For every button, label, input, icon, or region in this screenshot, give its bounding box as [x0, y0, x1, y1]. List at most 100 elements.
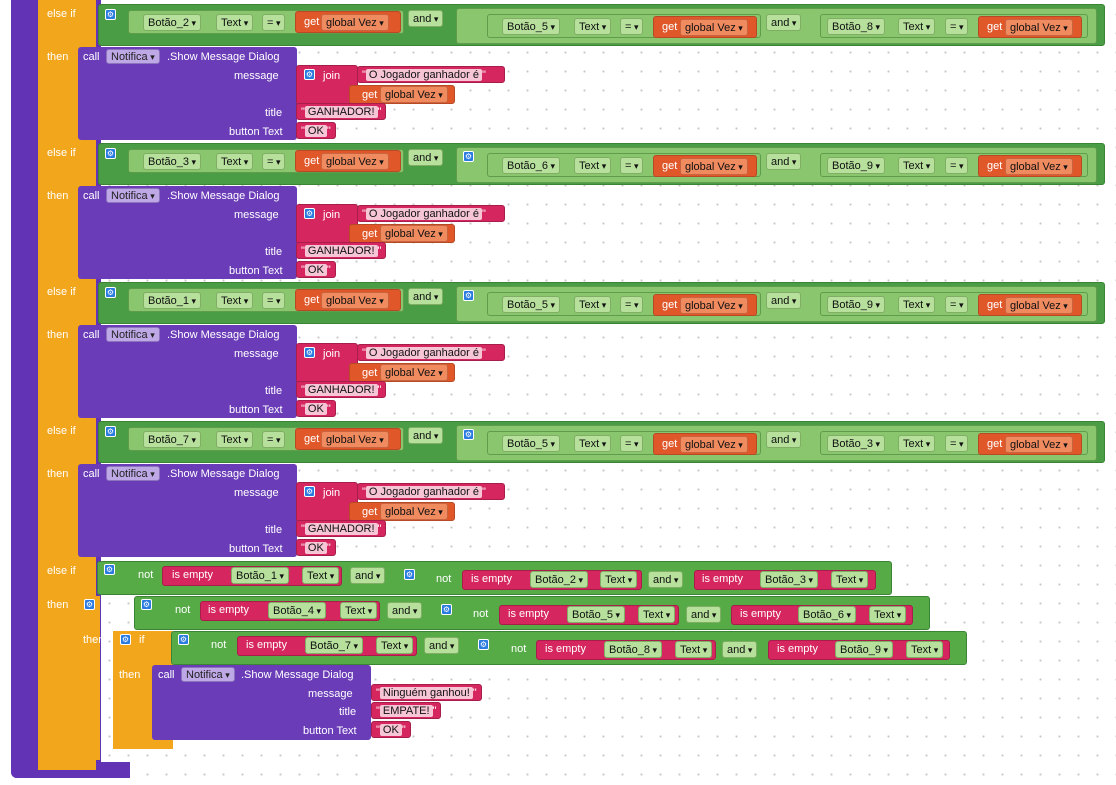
notifier-select[interactable]: Notifica [106, 188, 160, 203]
text-property[interactable]: Text [574, 18, 612, 35]
settings-gear-icon[interactable]: ⚙ [105, 426, 116, 437]
equals-operator[interactable]: = [945, 296, 969, 313]
global-vez-select[interactable]: global Vez [321, 14, 389, 31]
and-operator[interactable]: and [648, 571, 684, 588]
button-select-b[interactable]: Botão_5 [502, 435, 561, 452]
title-string[interactable]: "GANHADOR!" [296, 242, 387, 259]
settings-gear-icon[interactable]: ⚙ [304, 208, 315, 219]
and-operator[interactable]: and [686, 606, 722, 623]
settings-gear-icon[interactable]: ⚙ [141, 599, 152, 610]
equals-operator[interactable]: = [262, 153, 286, 170]
and-operator[interactable]: and [722, 641, 758, 658]
settings-gear-icon[interactable]: ⚙ [104, 564, 115, 575]
and-operator[interactable]: and [408, 10, 444, 27]
draw-title-string[interactable]: "EMPATE!" [371, 702, 442, 719]
text-property[interactable]: Text [600, 571, 638, 588]
equals-operator[interactable]: = [262, 14, 286, 31]
global-vez-select[interactable]: global Vez [680, 19, 748, 36]
title-string[interactable]: "GANHADOR!" [296, 381, 387, 398]
global-vez-select[interactable]: global Vez [680, 436, 748, 453]
title-text[interactable]: GANHADOR! [304, 106, 378, 118]
button-select[interactable]: Botão_3 [760, 571, 819, 588]
text-property[interactable]: Text [638, 606, 676, 623]
settings-gear-icon[interactable]: ⚙ [463, 290, 474, 301]
global-vez-select[interactable]: global Vez [380, 225, 448, 242]
settings-gear-icon[interactable]: ⚙ [463, 429, 474, 440]
settings-gear-icon[interactable]: ⚙ [304, 69, 315, 80]
and-operator[interactable]: and [408, 149, 444, 166]
ok-text[interactable]: OK [304, 264, 327, 276]
ok-text[interactable]: OK [304, 542, 327, 554]
text-property[interactable]: Text [340, 602, 378, 619]
global-vez-select[interactable]: global Vez [380, 364, 448, 381]
text-property[interactable]: Text [898, 435, 936, 452]
winner-message-string[interactable]: "O Jogador ganhador é" [357, 344, 505, 361]
equals-operator[interactable]: = [620, 435, 644, 452]
text-property[interactable]: Text [675, 641, 713, 658]
button-select-a[interactable]: Botão_7 [143, 431, 202, 448]
text-property[interactable]: Text [216, 292, 254, 309]
text-property[interactable]: Text [898, 296, 936, 313]
ok-text[interactable]: OK [304, 403, 327, 415]
global-vez-select[interactable]: global Vez [321, 153, 389, 170]
text-property[interactable]: Text [574, 435, 612, 452]
and-operator[interactable]: and [766, 153, 802, 170]
global-vez-select[interactable]: global Vez [680, 297, 748, 314]
settings-gear-icon[interactable]: ⚙ [178, 634, 189, 645]
button-select-a[interactable]: Botão_3 [143, 153, 202, 170]
settings-gear-icon[interactable]: ⚙ [84, 599, 95, 610]
equals-operator[interactable]: = [262, 431, 286, 448]
button-select[interactable]: Botão_1 [231, 567, 290, 584]
winner-message-string[interactable]: "O Jogador ganhador é" [357, 66, 505, 83]
text-property[interactable]: Text [869, 606, 907, 623]
equals-operator[interactable]: = [945, 435, 969, 452]
global-vez-select[interactable]: global Vez [321, 292, 389, 309]
global-vez-select[interactable]: global Vez [380, 503, 448, 520]
button-select-c[interactable]: Botão_3 [827, 435, 886, 452]
text-property[interactable]: Text [898, 18, 936, 35]
button-select[interactable]: Botão_4 [268, 602, 327, 619]
button-select-a[interactable]: Botão_2 [143, 14, 202, 31]
winner-message-string[interactable]: "O Jogador ganhador é" [357, 205, 505, 222]
winner-message-text[interactable]: O Jogador ganhador é [365, 69, 482, 81]
text-property[interactable]: Text [302, 567, 340, 584]
text-property[interactable]: Text [906, 641, 944, 658]
global-vez-select[interactable]: global Vez [1005, 436, 1073, 453]
and-operator[interactable]: and [408, 427, 444, 444]
settings-gear-icon[interactable]: ⚙ [105, 148, 116, 159]
ok-text[interactable]: OK [304, 125, 327, 137]
ok-text[interactable]: OK [379, 724, 402, 736]
and-operator[interactable]: and [350, 567, 386, 584]
settings-gear-icon[interactable]: ⚙ [463, 151, 474, 162]
button-select[interactable]: Botão_5 [567, 606, 626, 623]
button-select-b[interactable]: Botão_5 [502, 296, 561, 313]
settings-gear-icon[interactable]: ⚙ [105, 9, 116, 20]
button-select[interactable]: Botão_8 [604, 641, 663, 658]
text-property[interactable]: Text [898, 157, 936, 174]
winner-message-text[interactable]: O Jogador ganhador é [365, 347, 482, 359]
title-text[interactable]: GANHADOR! [304, 523, 378, 535]
global-vez-select[interactable]: global Vez [1005, 297, 1073, 314]
button-select[interactable]: Botão_6 [798, 606, 857, 623]
settings-gear-icon[interactable]: ⚙ [120, 634, 131, 645]
button-select-c[interactable]: Botão_8 [827, 18, 886, 35]
and-operator[interactable]: and [766, 14, 802, 31]
button-select[interactable]: Botão_7 [305, 637, 364, 654]
title-string[interactable]: "GANHADOR!" [296, 103, 387, 120]
global-vez-select[interactable]: global Vez [1005, 19, 1073, 36]
draw-title-text[interactable]: EMPATE! [379, 705, 433, 717]
settings-gear-icon[interactable]: ⚙ [105, 287, 116, 298]
global-vez-select[interactable]: global Vez [1005, 158, 1073, 175]
text-property[interactable]: Text [574, 296, 612, 313]
notifier-select[interactable]: Notifica [106, 49, 160, 64]
equals-operator[interactable]: = [945, 18, 969, 35]
button-select-a[interactable]: Botão_1 [143, 292, 202, 309]
equals-operator[interactable]: = [620, 296, 644, 313]
and-operator[interactable]: and [387, 602, 423, 619]
equals-operator[interactable]: = [620, 157, 644, 174]
ok-string[interactable]: "OK" [371, 721, 411, 738]
draw-message-text[interactable]: Ninguém ganhou! [379, 687, 473, 699]
title-text[interactable]: GANHADOR! [304, 384, 378, 396]
text-property[interactable]: Text [831, 571, 869, 588]
settings-gear-icon[interactable]: ⚙ [304, 486, 315, 497]
